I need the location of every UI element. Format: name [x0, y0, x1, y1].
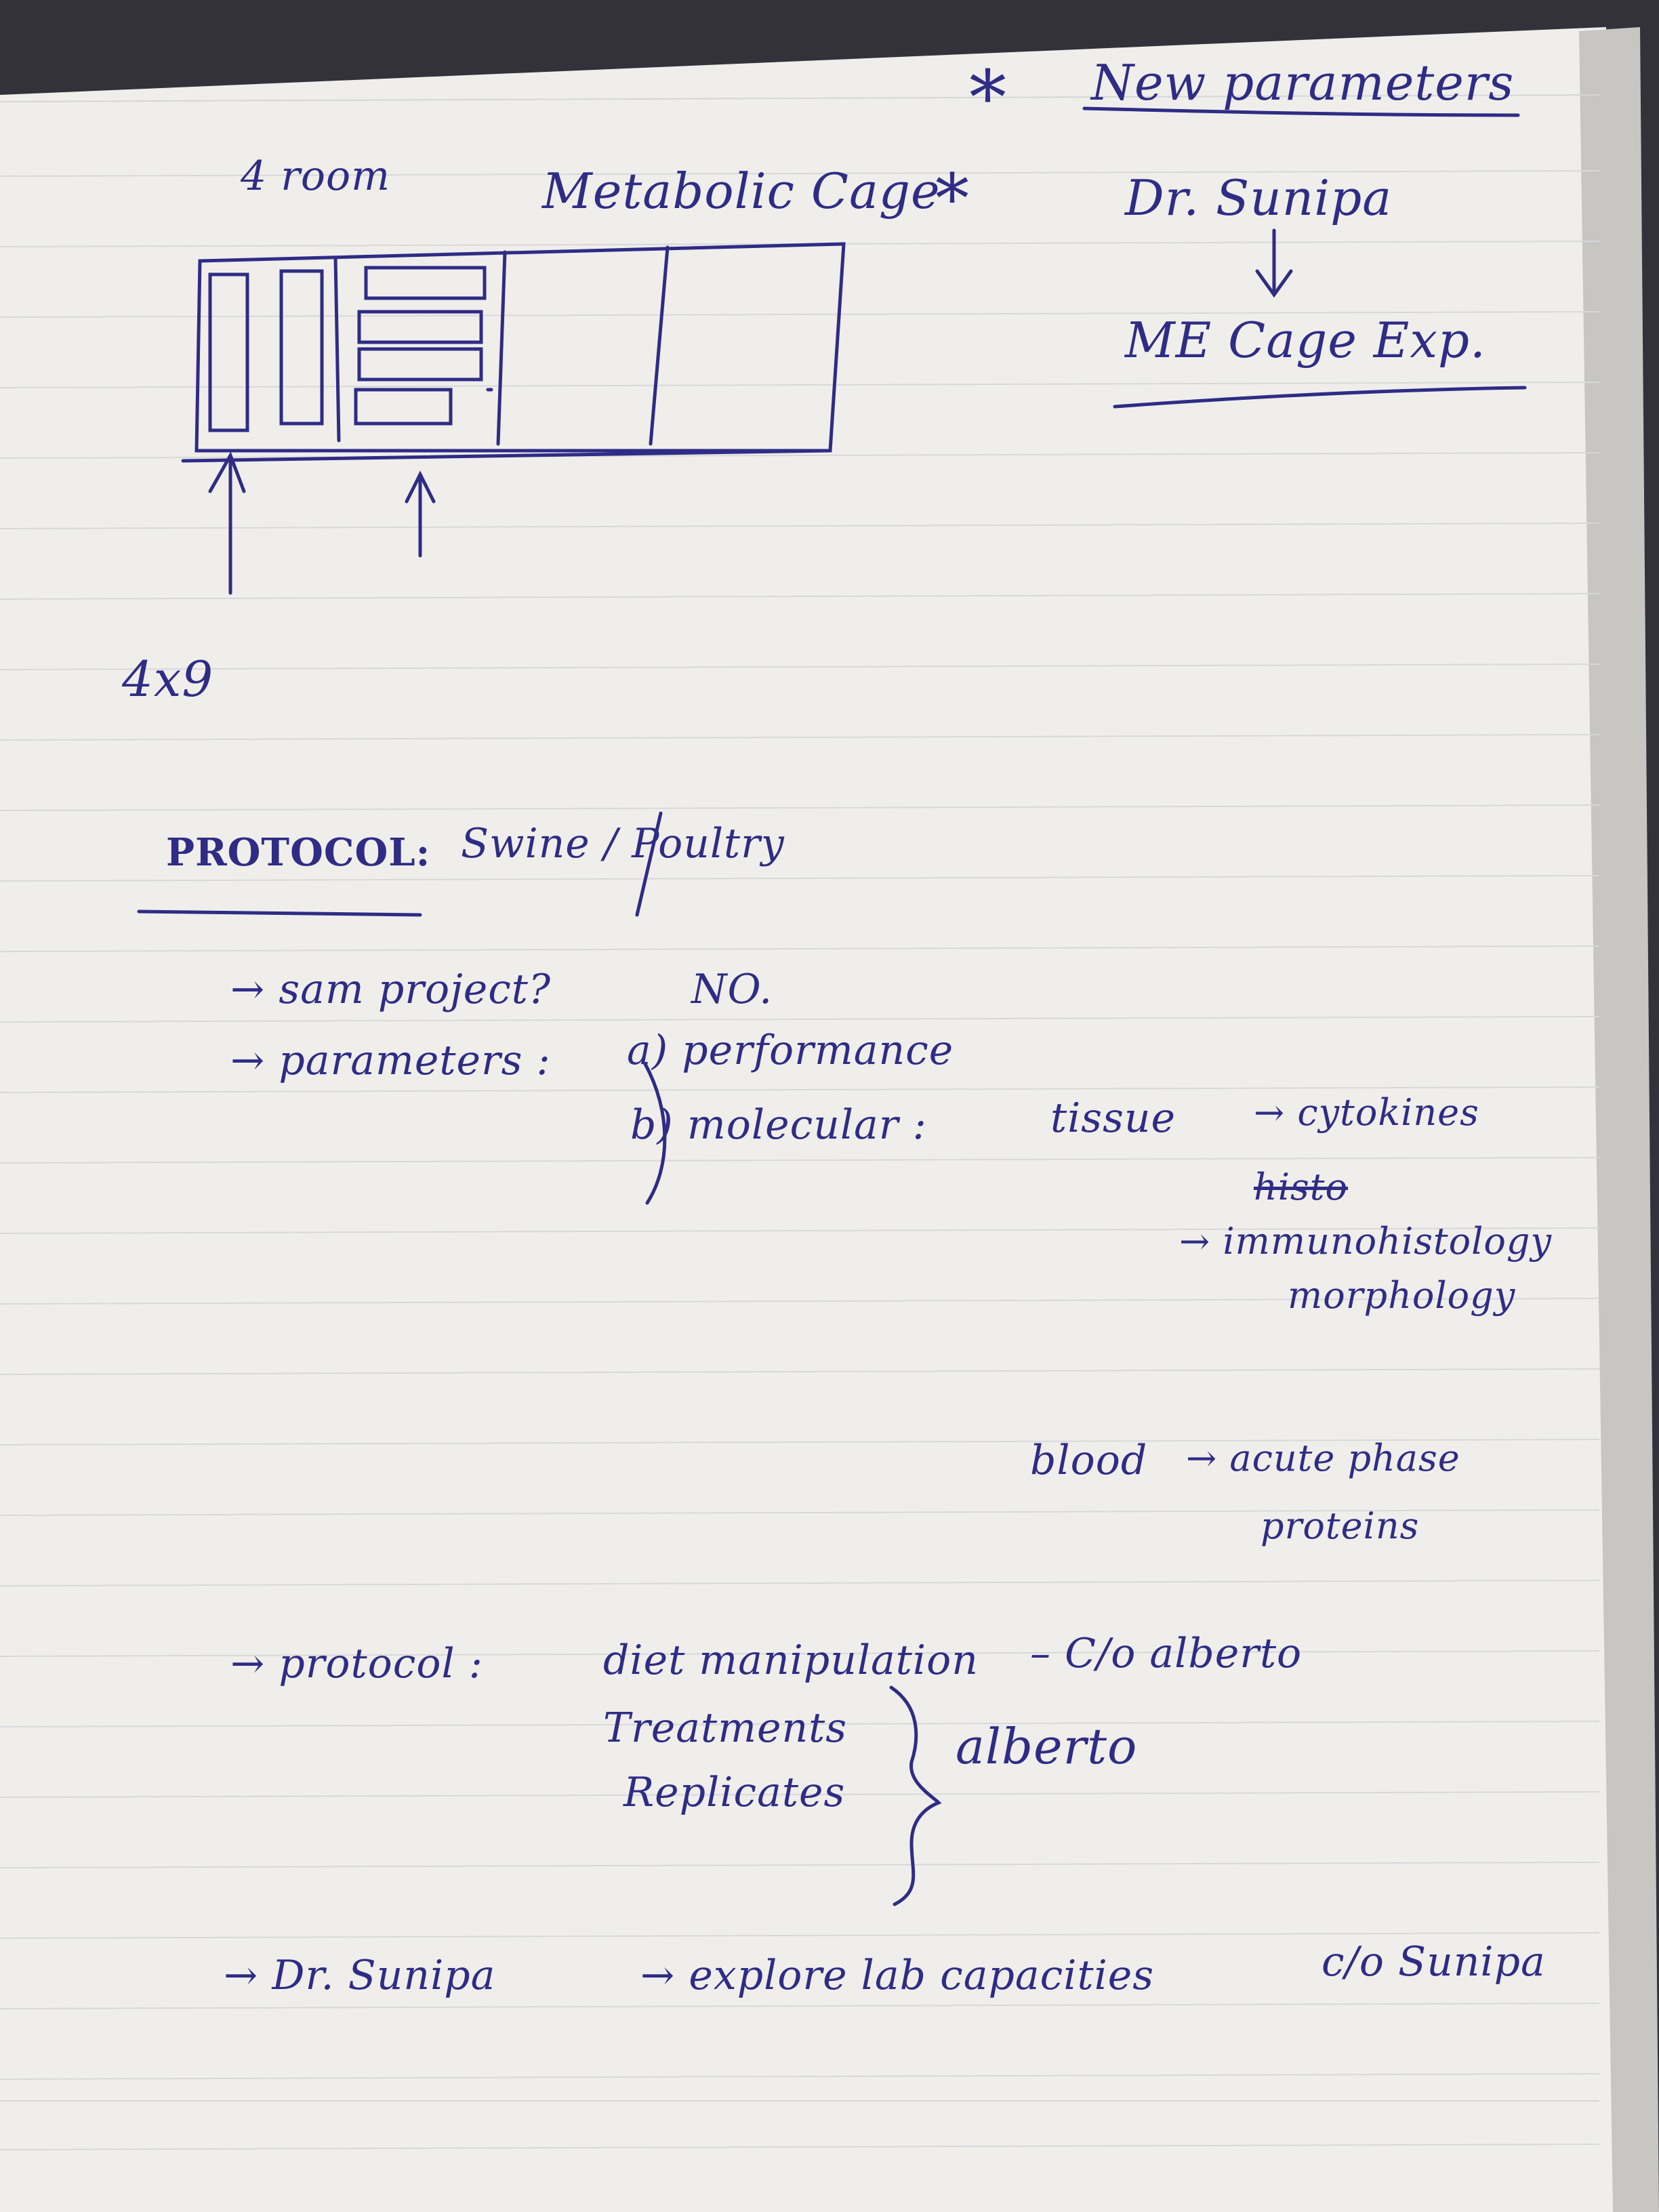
- note-tissue: tissue: [1050, 1094, 1176, 1142]
- note-same-project: → sam project?: [230, 966, 552, 1013]
- note-dr-sunipa-top: Dr. Sunipa: [1125, 169, 1393, 226]
- ruled-line: [0, 1580, 1600, 1586]
- star-mark: *: [969, 54, 1007, 141]
- ruled-line: [0, 523, 1600, 529]
- note-protocol-label: PROTOCOL:: [166, 830, 431, 875]
- note-proteins: proteins: [1261, 1504, 1420, 1547]
- ruled-line: [0, 1862, 1600, 1868]
- note-diet-manip: diet manipulation: [603, 1637, 979, 1684]
- note-four-room: 4 room: [241, 152, 391, 200]
- note-same-project-answer: NO.: [691, 966, 773, 1013]
- ruled-line: [0, 2073, 1600, 2080]
- ruled-line: [0, 1016, 1600, 1023]
- ruled-line: [0, 1509, 1600, 1516]
- star-mark-title: *: [935, 159, 970, 239]
- ruled-line: [0, 1650, 1600, 1657]
- ruled-line: [0, 2144, 1600, 2150]
- ruled-line: [0, 1439, 1600, 1446]
- note-treatments: Treatments: [603, 1704, 848, 1752]
- ruled-line: [0, 382, 1600, 388]
- note-param-a: a) performance: [627, 1027, 954, 1074]
- note-dr-sunipa-line: → Dr. Sunipa: [224, 1952, 496, 1999]
- paper-sheet: [0, 27, 1640, 2212]
- note-c-o-alberto: – C/o alberto: [1030, 1630, 1303, 1677]
- ruled-line: [0, 1086, 1600, 1093]
- note-morphology: morphology: [1288, 1274, 1516, 1317]
- note-replicates: Replicates: [623, 1769, 846, 1816]
- ruled-line: [0, 1932, 1600, 1939]
- ruled-line: [0, 2003, 1600, 2009]
- cage-sketch: [137, 106, 1527, 1906]
- ruled-line: [0, 804, 1600, 811]
- ruled-line: [0, 1298, 1600, 1305]
- note-acute-phase: → acute phase: [1186, 1437, 1460, 1479]
- note-param-b: b) molecular :: [630, 1101, 927, 1149]
- note-new-parameters: New parameters: [1091, 54, 1515, 111]
- ruled-line: [0, 593, 1600, 600]
- ruled-line: [0, 945, 1600, 952]
- note-c-o-sunipa: c/o Sunipa: [1322, 1938, 1546, 1986]
- note-metabolic-cage: Metabolic Cage: [542, 163, 941, 220]
- ruled-line: [0, 1368, 1600, 1375]
- note-histo-struck: histo: [1254, 1166, 1348, 1208]
- ruled-line: [0, 170, 1600, 177]
- note-alberto: alberto: [956, 1718, 1138, 1775]
- ruled-line: [0, 311, 1600, 318]
- note-parameters: → parameters :: [230, 1037, 551, 1084]
- ruled-line: [0, 1721, 1600, 1727]
- note-immuno: → immunohistology: [1179, 1220, 1552, 1263]
- ruled-line: [0, 875, 1600, 882]
- ruled-line: [0, 1227, 1600, 1234]
- note-protocol-value: Swine / Poultry: [461, 820, 785, 867]
- note-me-cage-exp: ME Cage Exp.: [1125, 312, 1486, 369]
- ruled-line: [0, 452, 1600, 459]
- note-cytokines: → cytokines: [1254, 1091, 1479, 1134]
- ruled-line: [0, 1157, 1600, 1164]
- note-explore-lab: → explore lab capacities: [640, 1952, 1155, 1999]
- ruled-line: [0, 1791, 1600, 1798]
- note-blood: blood: [1030, 1437, 1148, 1484]
- note-protocol-line: → protocol :: [230, 1640, 483, 1687]
- ruled-line: [0, 663, 1600, 670]
- note-grid-size: 4x9: [122, 651, 214, 708]
- ruled-line: [0, 734, 1600, 741]
